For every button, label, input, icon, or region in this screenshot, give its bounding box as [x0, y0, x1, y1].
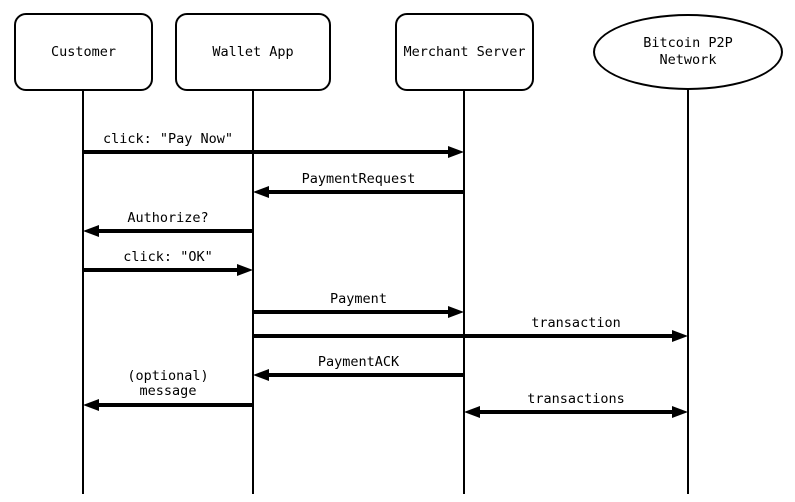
message-line-transactions: [480, 410, 672, 414]
arrowhead-right-icon: [672, 330, 688, 342]
message-label-payment-ack: PaymentACK: [317, 354, 400, 370]
message-label-click-ok: click: "OK": [123, 249, 213, 265]
message-line-payment: [253, 310, 448, 314]
arrowhead-left-icon: [253, 186, 269, 198]
message-label-transactions: transactions: [527, 391, 625, 407]
message-line-payment-ack: [269, 373, 464, 377]
arrowhead-right-icon: [672, 406, 688, 418]
message-label-optional-message: (optional) message: [127, 368, 209, 399]
arrowhead-right-icon: [237, 264, 253, 276]
message-line-transaction: [253, 334, 672, 338]
arrowhead-right-icon: [448, 306, 464, 318]
arrowhead-left-icon: [253, 369, 269, 381]
message-label-payment-request: PaymentRequest: [301, 171, 416, 187]
lifeline-wallet-app: [252, 91, 254, 494]
message-label-transaction: transaction: [531, 315, 621, 331]
arrowhead-left-icon: [83, 399, 99, 411]
lifeline-bitcoin-p2p-network: [687, 89, 689, 494]
message-label-payment: Payment: [330, 291, 387, 307]
message-line-optional-message: [99, 403, 253, 407]
arrowhead-right-icon: [448, 146, 464, 158]
participant-wallet-app: Wallet App: [175, 13, 331, 91]
message-label-authorize: Authorize?: [127, 210, 209, 226]
message-line-click-pay-now: [83, 150, 448, 154]
arrowhead-left-icon: [464, 406, 480, 418]
arrowhead-left-icon: [83, 225, 99, 237]
message-line-authorize: [99, 229, 253, 233]
lifeline-customer: [82, 91, 84, 494]
participant-bitcoin-p2p-network: Bitcoin P2P Network: [593, 14, 783, 90]
participant-merchant-server: Merchant Server: [395, 13, 534, 91]
message-line-payment-request: [269, 190, 464, 194]
lifeline-merchant-server: [463, 91, 465, 494]
message-label-click-pay-now: click: "Pay Now": [102, 131, 234, 147]
message-line-click-ok: [83, 268, 237, 272]
participant-customer: Customer: [14, 13, 153, 91]
